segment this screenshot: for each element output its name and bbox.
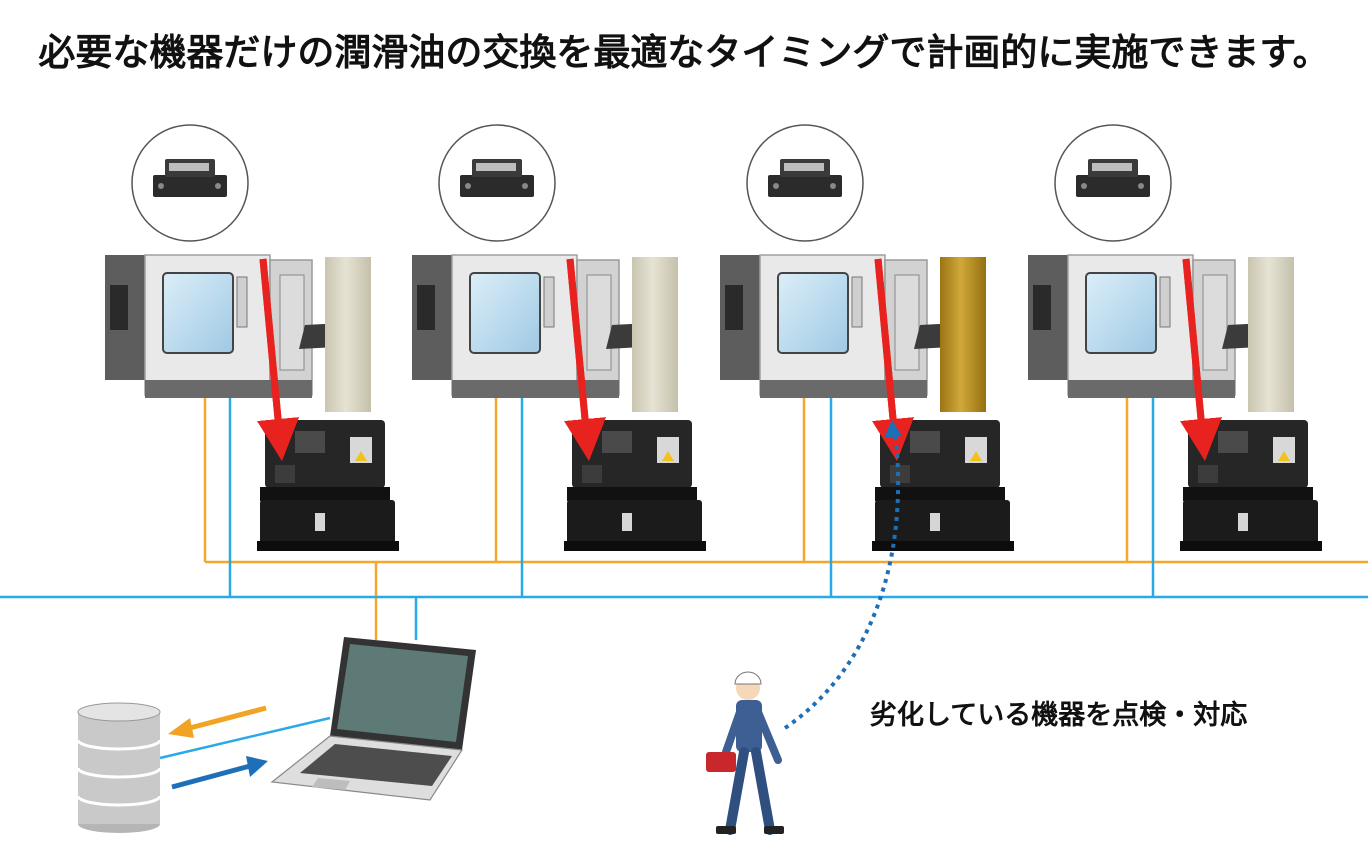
laptop-icon	[270, 637, 476, 801]
upload-arrow	[168, 705, 267, 738]
station-2	[412, 125, 706, 551]
database-icon	[76, 702, 162, 833]
diagram-title: 必要な機器だけの潤滑油の交換を最適なタイミングで計画的に実施できます。	[38, 31, 1330, 74]
oil-column-degraded	[940, 257, 986, 412]
inspection-action-label: 劣化している機器を点検・対応	[870, 700, 1248, 731]
network-line	[0, 398, 1368, 760]
worker-icon	[706, 671, 784, 835]
download-arrow	[171, 756, 268, 790]
oil-column-clean	[325, 257, 371, 412]
oil-column-clean	[1248, 257, 1294, 412]
station-4	[1028, 125, 1322, 551]
worker-path	[783, 431, 901, 730]
oil-column-clean	[632, 257, 678, 412]
station-1	[105, 125, 399, 551]
power-line	[203, 398, 1368, 640]
station-3	[720, 125, 1014, 551]
